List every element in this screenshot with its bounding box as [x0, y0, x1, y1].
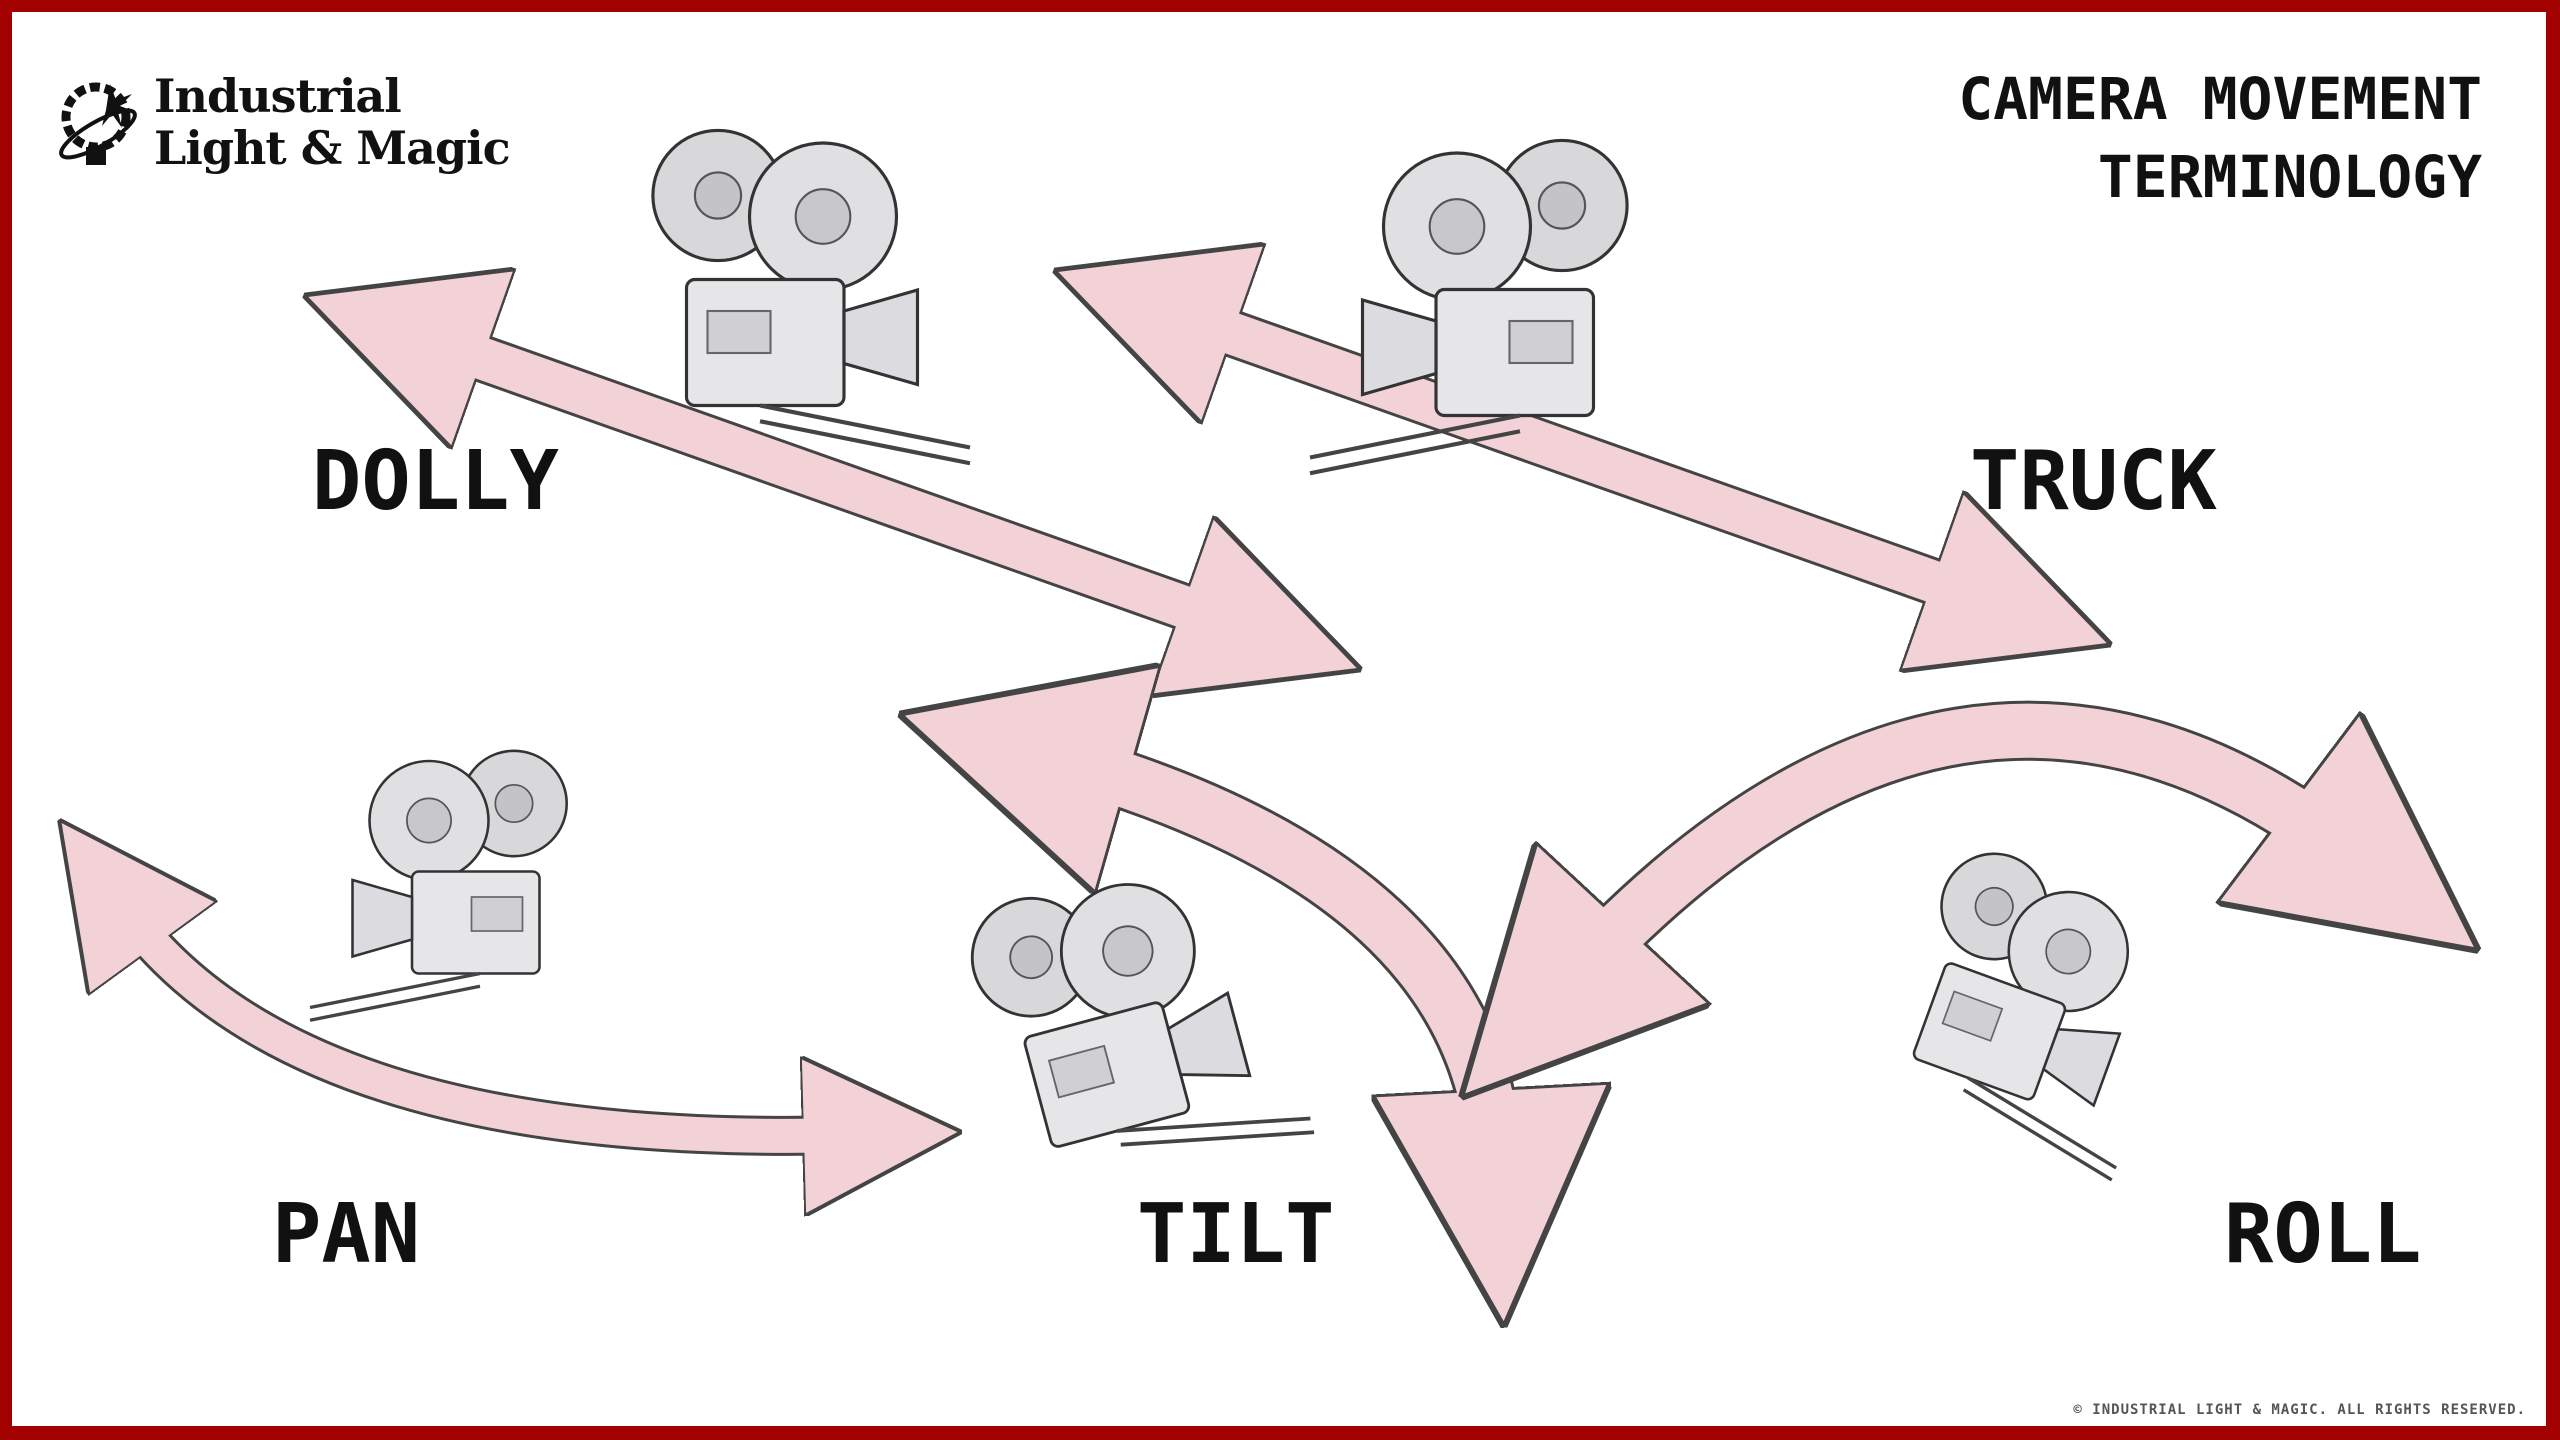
poster-canvas: Industrial Light & Magic CAMERA MOVEMENT…	[12, 12, 2546, 1426]
copyright-notice: © INDUSTRIAL LIGHT & MAGIC. ALL RIGHTS R…	[2073, 1402, 2526, 1418]
label-pan: PAN	[272, 1187, 421, 1282]
ilm-logo: Industrial Light & Magic	[58, 69, 511, 175]
page-title: CAMERA MOVEMENT TERMINOLOGY	[1958, 60, 2482, 216]
roll-camera	[1868, 837, 2206, 1182]
label-truck: TRUCK	[1970, 434, 2217, 529]
truck-arrow	[1180, 315, 1985, 600]
label-tilt: TILT	[1137, 1187, 1335, 1282]
tilt-camera	[957, 839, 1316, 1209]
title-line1: CAMERA MOVEMENT	[1958, 65, 2482, 133]
logo-line2: Light & Magic	[154, 121, 511, 175]
lightbulb-gear-icon	[59, 82, 137, 165]
title-line2: TERMINOLOGY	[2097, 143, 2482, 211]
pan-arrow	[125, 910, 850, 1136]
label-dolly: DOLLY	[312, 434, 559, 529]
logo-line1: Industrial	[154, 69, 402, 123]
label-roll: ROLL	[2224, 1187, 2422, 1282]
illustration	[12, 12, 2546, 1426]
pan-camera	[308, 749, 569, 1022]
roll-arrow	[1575, 700, 2345, 975]
